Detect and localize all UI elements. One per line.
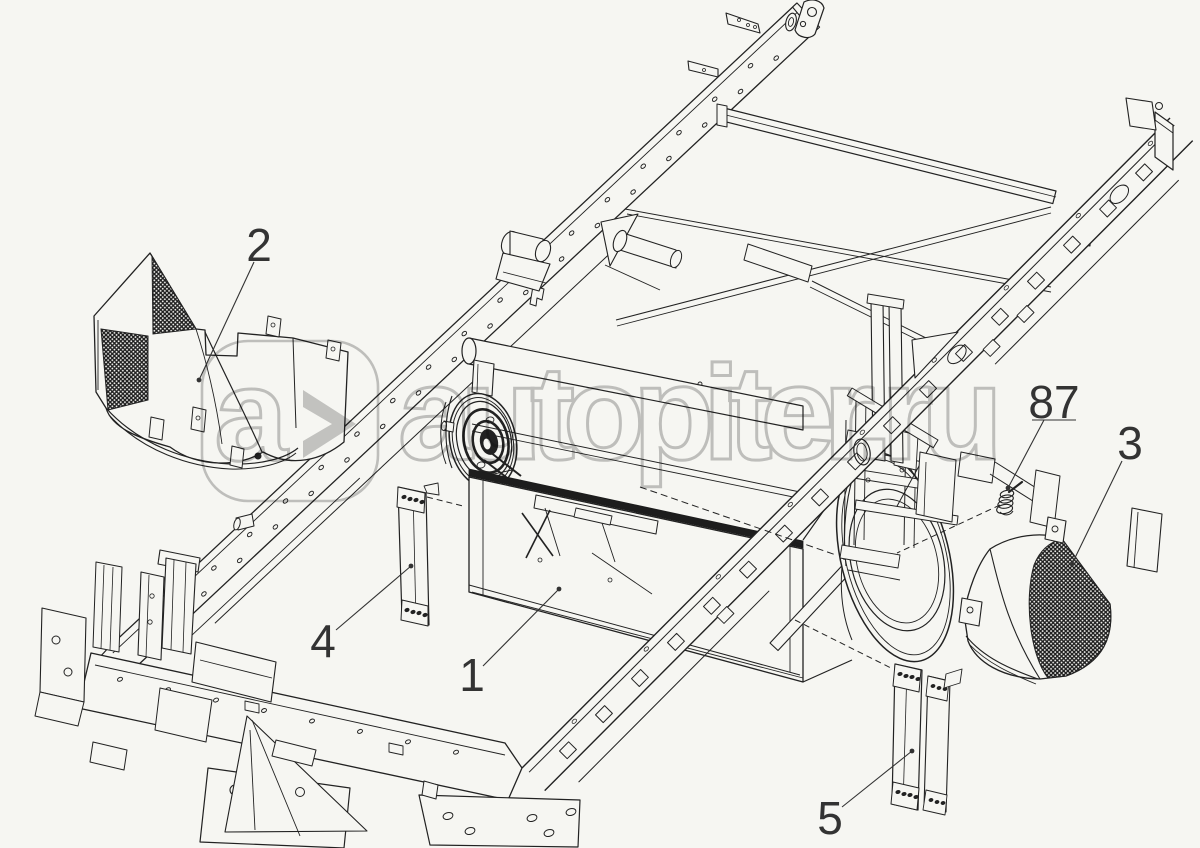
svg-text:3: 3 — [1117, 417, 1143, 469]
svg-text:5: 5 — [817, 792, 843, 844]
svg-text:1: 1 — [459, 649, 485, 701]
svg-text:autopiter.ru: autopiter.ru — [398, 339, 995, 488]
svg-text:2: 2 — [246, 219, 272, 271]
svg-text:4: 4 — [310, 615, 336, 667]
svg-text:a: a — [214, 341, 289, 488]
svg-text:87: 87 — [1028, 376, 1079, 428]
